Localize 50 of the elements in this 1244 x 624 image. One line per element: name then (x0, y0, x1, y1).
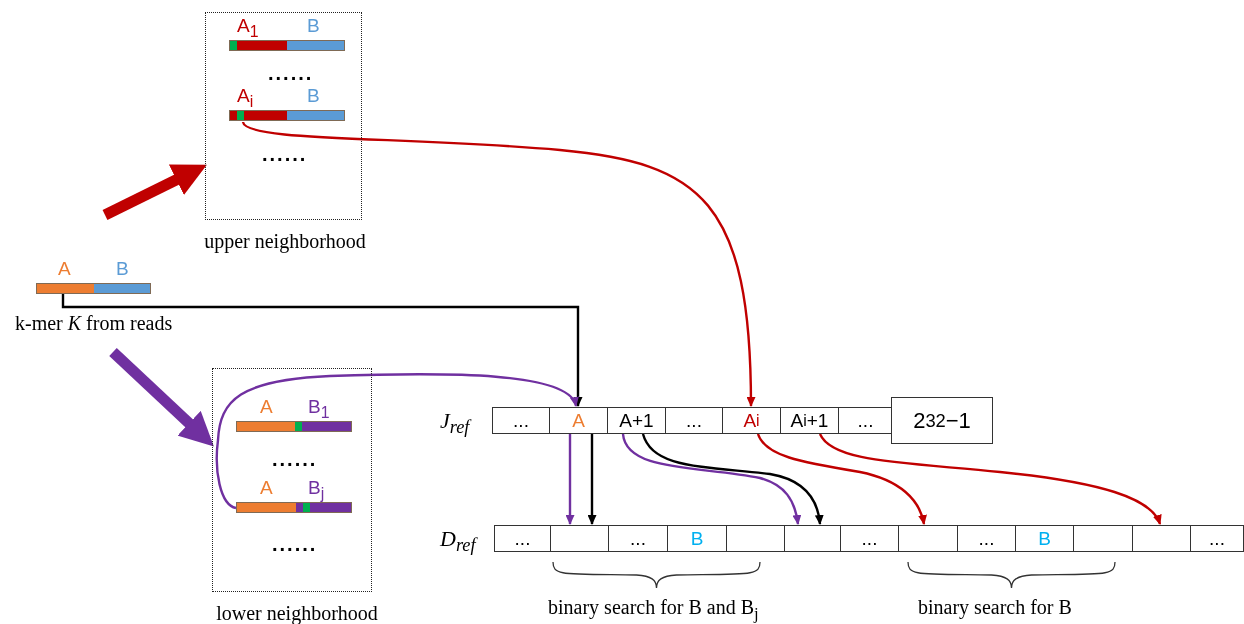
array-cell: A+1 (607, 407, 666, 434)
array-cell: ... (840, 525, 899, 552)
array-label: J$_{ref}$ (440, 408, 470, 439)
brace-caption: binary search for B and B$_{j}$ (548, 596, 759, 624)
brace-caption: binary search for B (918, 596, 1072, 619)
array-cell: ... (665, 407, 723, 434)
segment-label: B (116, 259, 129, 279)
segment-label: B$_{j}$ (308, 478, 325, 504)
arrow (641, 433, 824, 525)
segment-label: A$_{1}$ (237, 16, 259, 42)
array-cell: ... (838, 407, 893, 434)
array-cell (898, 525, 958, 552)
arrow (242, 121, 756, 407)
segment-label: A (58, 259, 71, 279)
array-cell (784, 525, 841, 552)
array-cell: B (1015, 525, 1074, 552)
array-cell: ... (1190, 525, 1244, 552)
panel-caption: lower neighborhood (215, 602, 379, 624)
arrow (61, 294, 583, 407)
ellipsis: ...... (262, 143, 308, 166)
array-cell (726, 525, 785, 552)
array-cell: ... (492, 407, 550, 434)
ellipsis: ...... (268, 62, 314, 85)
arrow (819, 433, 1162, 525)
array-cell: B (667, 525, 727, 552)
block-arrow (109, 348, 214, 447)
node-label: k-mer K from reads (15, 312, 173, 335)
array-cell: ... (494, 525, 551, 552)
arrow (621, 433, 802, 525)
arrow (756, 433, 927, 525)
segment-label: B (307, 16, 320, 36)
segment-label: B$_{1}$ (308, 397, 330, 423)
panel-caption: upper neighborhood (203, 230, 367, 253)
array-cell: ... (608, 525, 668, 552)
arrow (565, 434, 575, 525)
array-cell: A (549, 407, 608, 434)
array-cell: ... (957, 525, 1016, 552)
ellipsis: ...... (272, 448, 318, 471)
ellipsis: ...... (272, 533, 318, 556)
array-cell (550, 525, 609, 552)
segment-label: A$_{i}$ (237, 86, 254, 112)
arrow (215, 373, 578, 510)
array-label: D$_{ref}$ (440, 526, 476, 557)
block-arrow (102, 164, 207, 220)
segment-label: A (260, 397, 273, 417)
segment-label: B (307, 86, 320, 106)
array-cell (1073, 525, 1133, 552)
array-cell (1132, 525, 1191, 552)
segment-label: A (260, 478, 273, 498)
arrow (587, 434, 597, 525)
